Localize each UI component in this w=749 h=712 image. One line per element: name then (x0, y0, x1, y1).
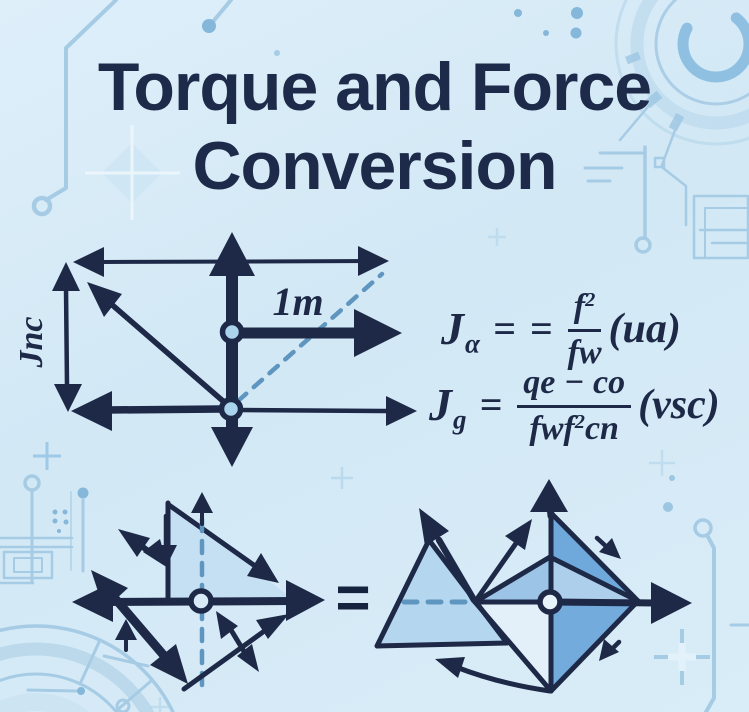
formula-subscript: α (465, 328, 480, 359)
left-force-arrow (71, 391, 226, 431)
vertical-axis-arrow (209, 232, 255, 467)
up-force-arrow (530, 479, 568, 520)
fraction-numerator: qe − co (517, 364, 632, 408)
small-up-arrow (191, 492, 213, 526)
formula-row-2: Jg = qe − co fwf2cn (vsc) (429, 364, 720, 446)
moment-arm-label: 1m (272, 279, 324, 324)
sparkle-icon (33, 125, 710, 712)
moment-arm-arrow (236, 309, 402, 357)
node-dot-icon (188, 588, 214, 614)
kite-edges (472, 510, 641, 694)
circuit-trace-icon (31, 0, 233, 217)
up-left-arrow (419, 508, 478, 604)
node-dot-icon (219, 319, 245, 345)
double-arrow-upper-left (118, 529, 168, 568)
formula-equals: = (479, 382, 505, 428)
double-arrow-lower-right (216, 611, 259, 672)
circuit-trace-icon (693, 518, 749, 712)
formula-units: (ua) (608, 306, 681, 353)
pointer-arrow-to-formula (237, 396, 417, 426)
page-title: Torque and Force Conversion (0, 48, 749, 206)
formula-units: (vsc) (638, 382, 720, 429)
circuit-trace-icon (0, 474, 150, 712)
fraction-numerator: f2 (567, 288, 602, 333)
gear-icon (0, 624, 175, 712)
fraction-denominator: fwf2cn (529, 410, 619, 448)
formula-lhs: Jα (441, 303, 480, 359)
small-arrow-upper-right (594, 535, 621, 559)
long-thin-arrow (181, 614, 289, 692)
swoosh-arrow (435, 657, 553, 694)
circuit-trace-icon (583, 145, 749, 512)
formula-equals: = = (492, 306, 555, 352)
node-dot-icon (218, 396, 244, 422)
formula-fraction: qe − co fwf2cn (517, 364, 632, 448)
title-line-1: Torque and Force (97, 49, 652, 125)
hypotenuse-arrow (166, 502, 279, 583)
formula-fraction: f2 fw (568, 288, 602, 370)
formula-lhs: Jg (429, 379, 467, 435)
right-force-arrow (549, 582, 692, 624)
formula-row-1: Jα = = f2 fw (ua) (441, 288, 681, 370)
axis-label: Jnc (13, 316, 50, 368)
vertical-span-arrow (52, 262, 82, 412)
formula-subscript: g (453, 404, 467, 435)
fraction-denominator: fw (567, 334, 602, 372)
small-up-arrow-below (115, 619, 137, 652)
diagonal-force-arrow (87, 282, 234, 411)
force-decomposition-left (72, 492, 325, 692)
equals-sign: = (335, 564, 371, 631)
node-dot-icon (537, 589, 563, 615)
force-decomposition-right (374, 479, 692, 694)
up-right-arrow (474, 519, 532, 602)
title-line-2: Conversion (192, 128, 557, 204)
torque-axis-diagram (52, 232, 417, 467)
small-arrow-lower-right (599, 639, 622, 661)
